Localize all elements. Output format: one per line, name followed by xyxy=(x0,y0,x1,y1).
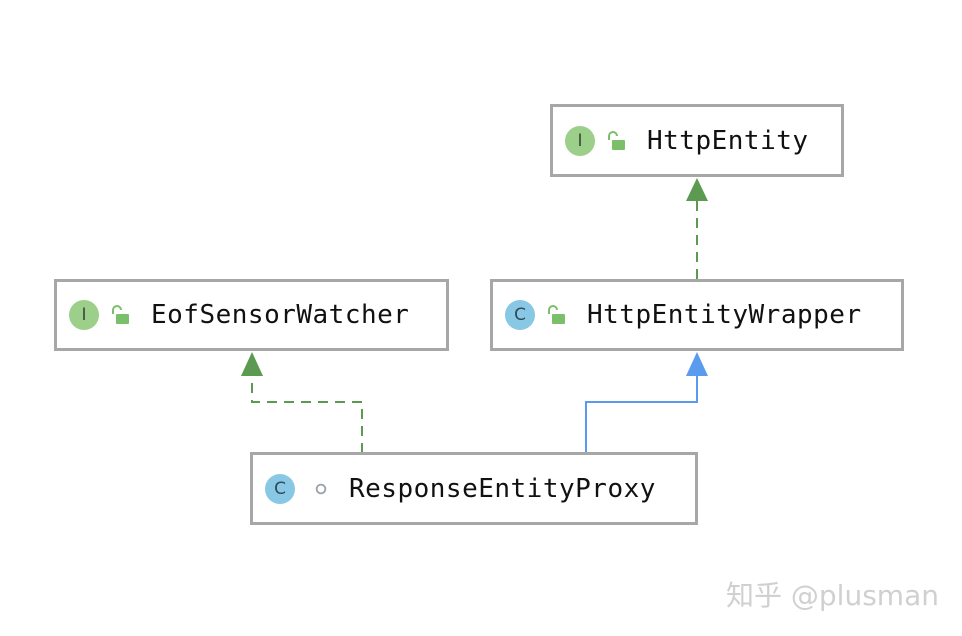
watermark: 知乎 @plusman xyxy=(726,579,939,612)
arrowhead-extends xyxy=(686,352,708,376)
edge-proxy-extends-httpentitywrapper xyxy=(585,352,708,453)
circle-icon xyxy=(315,483,327,494)
class-badge-icon: C xyxy=(265,473,295,504)
node-eof-sensor-watcher[interactable]: I EofSensorWatcher xyxy=(54,279,449,351)
arrowhead-implements xyxy=(686,178,708,201)
open-lock-icon xyxy=(608,130,625,150)
open-lock-icon xyxy=(112,305,129,324)
node-http-entity[interactable]: I HttpEntity xyxy=(550,104,844,177)
class-badge-icon: C xyxy=(505,300,535,330)
interface-badge-icon: I xyxy=(69,300,99,330)
node-label: EofSensorWatcher xyxy=(151,300,410,330)
node-label: HttpEntity xyxy=(647,125,809,156)
edge-proxy-implements-eofsensorwatcher xyxy=(241,352,363,453)
open-lock-icon xyxy=(548,305,565,324)
node-label: ResponseEntityProxy xyxy=(349,473,656,504)
edge-wrapper-implements-httpentity xyxy=(686,178,708,279)
node-response-entity-proxy[interactable]: C ResponseEntityProxy xyxy=(250,452,698,525)
interface-badge-icon: I xyxy=(565,125,595,156)
arrowhead-implements xyxy=(241,352,263,376)
node-http-entity-wrapper[interactable]: C HttpEntityWrapper xyxy=(490,279,904,351)
node-label: HttpEntityWrapper xyxy=(587,300,862,330)
